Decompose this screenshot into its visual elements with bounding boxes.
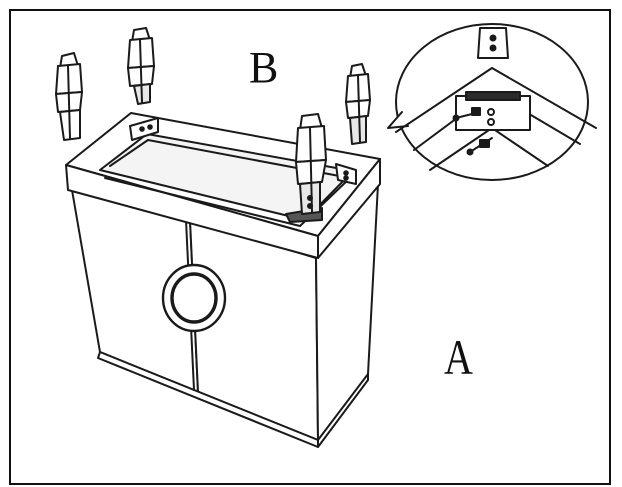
cabinet — [71, 183, 379, 448]
detail-leg — [477, 27, 509, 59]
leg-4 — [295, 113, 327, 215]
screw-icon — [452, 107, 481, 122]
detail-callout — [387, 23, 597, 181]
leg-2 — [127, 27, 155, 105]
leg-1 — [55, 52, 83, 141]
door-handle — [161, 263, 227, 333]
corner-bracket-back — [129, 117, 159, 141]
corner-bracket-right — [335, 163, 357, 185]
label-a: A — [444, 330, 473, 385]
leg-3 — [345, 63, 371, 145]
screw-icon — [466, 137, 493, 156]
label-b: B — [249, 43, 278, 92]
